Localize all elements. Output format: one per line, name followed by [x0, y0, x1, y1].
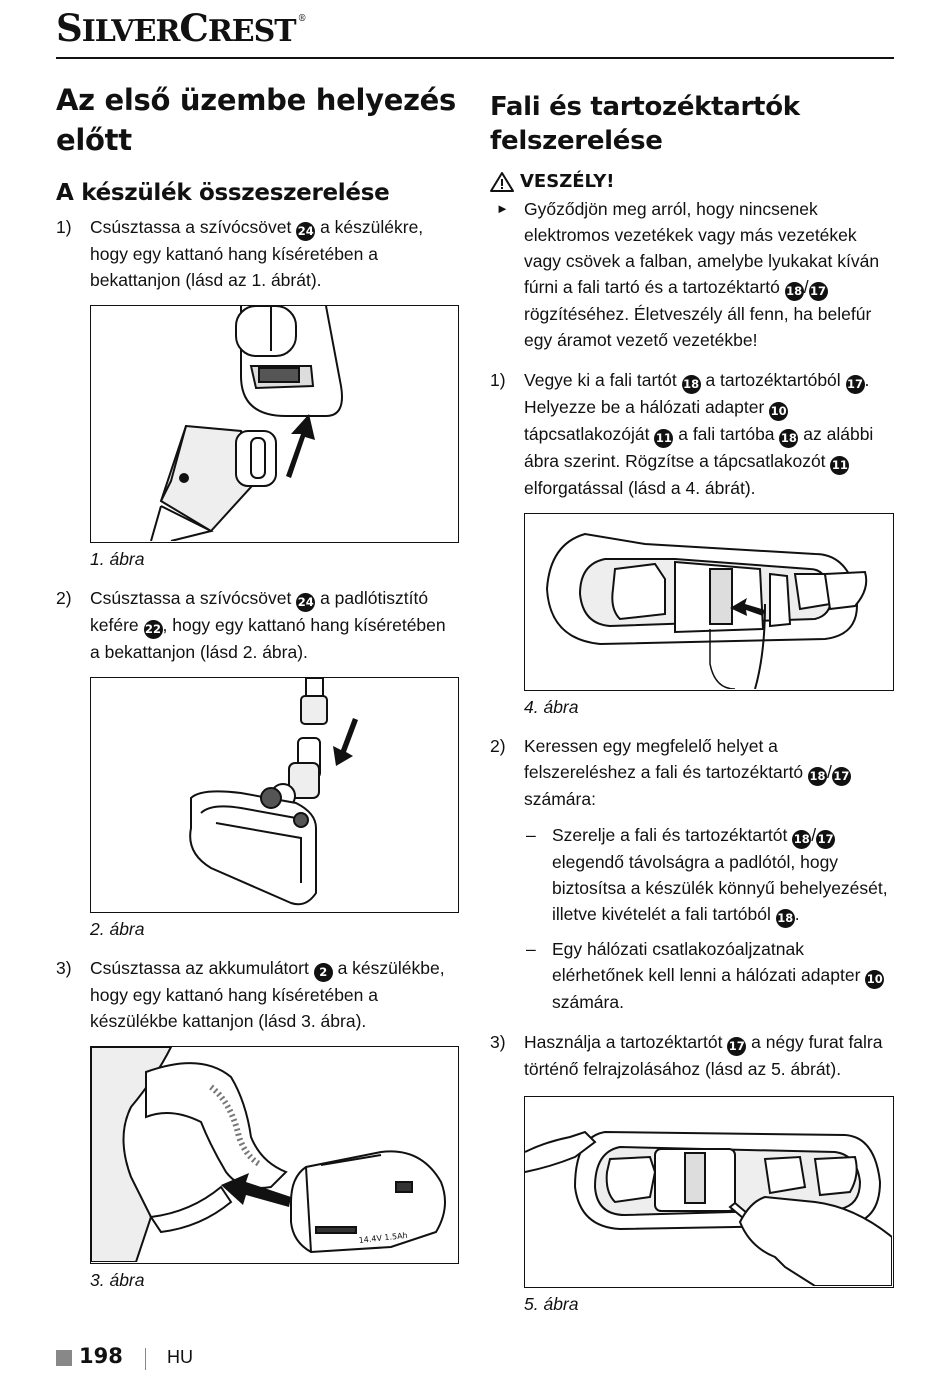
mounting-substep-1: –Szerelje a fali és tartozéktartót 18/17…: [490, 822, 894, 928]
figure-1: [90, 305, 459, 543]
header-rule: [56, 57, 894, 59]
mounting-step-1: 1)Vegye ki a fali tartót 18 a tartozékta…: [490, 370, 874, 498]
figure-5-illustration: [525, 1130, 893, 1287]
assembly-step-2: 2)Csúsztassa a szívócsövet 24 a padlótis…: [56, 588, 446, 662]
section-title-assembly: A készülék összeszerelése: [56, 180, 390, 206]
figure-5-caption: 5. ábra: [524, 1294, 579, 1314]
ref-number: 17: [816, 830, 836, 849]
right-column: Fali és tartozéktartók felszerelése VESZ…: [490, 90, 894, 1316]
figure-3-caption: 3. ábra: [90, 1270, 145, 1290]
ref-number: 10: [769, 402, 789, 421]
ref-number: 18: [779, 429, 799, 448]
figure-5: [524, 1096, 894, 1288]
figure-4-caption: 4. ábra: [524, 697, 579, 717]
assembly-step-1: 1)Csúsztassa a szívócsövet 24 a készülék…: [56, 217, 424, 290]
figure-2-illustration: [189, 678, 358, 906]
ref-number: 18: [792, 830, 812, 849]
ref-number: 2: [313, 963, 333, 982]
ref-number: 18: [681, 375, 701, 394]
page-title: Az első üzembe helyezés előtt: [56, 83, 456, 157]
mounting-substep-2: –Egy hálózati csatlakozóaljzatnak elérhe…: [526, 939, 885, 1012]
section-title-mounting: Fali és tartozéktartók felszerelése: [490, 92, 800, 156]
left-column: Az első üzembe helyezés előtt A készülék…: [56, 80, 459, 1292]
ref-number: 17: [831, 767, 851, 786]
danger-heading: VESZÉLY!: [490, 170, 894, 194]
figure-3-illustration: 14.4V 1.5Ah: [91, 1047, 446, 1263]
ref-number: 22: [143, 620, 163, 639]
danger-text: ►Győződjön meg arról, hogy nincsenek ele…: [490, 196, 894, 353]
figure-4: [524, 513, 894, 691]
ref-number: 18: [784, 282, 804, 301]
footer-marker: [56, 1350, 72, 1366]
warning-triangle-icon: [490, 172, 514, 192]
mounting-step-2: 2)Keressen egy megfelelő helyet a felsze…: [490, 736, 851, 809]
ref-number: 17: [808, 282, 828, 301]
ref-number: 17: [727, 1037, 747, 1056]
ref-number: 11: [654, 429, 674, 448]
footer-separator: [145, 1348, 146, 1370]
ref-number: 18: [775, 909, 795, 928]
ref-number: 24: [296, 593, 316, 612]
ref-number: 24: [296, 222, 316, 241]
figure-1-illustration: [150, 306, 343, 542]
language-code: HU: [167, 1347, 193, 1367]
brand-logo: SILVERCREST®: [56, 6, 307, 50]
ref-number: 10: [865, 970, 885, 989]
ref-number: 11: [830, 456, 850, 475]
page-number: 198: [79, 1344, 123, 1368]
bullet-arrow-icon: ►: [496, 201, 509, 216]
figure-2-caption: 2. ábra: [90, 919, 145, 939]
assembly-step-3: 3)Csúsztassa az akkumulátort 2 a készülé…: [56, 958, 445, 1031]
figure-1-caption: 1. ábra: [90, 549, 145, 569]
figure-2: [90, 677, 459, 913]
ref-number: 17: [845, 375, 865, 394]
ref-number: 18: [808, 767, 828, 786]
mounting-step-3: 3)Használja a tartozéktartót 17 a négy f…: [490, 1032, 883, 1079]
figure-4-illustration: [545, 532, 868, 690]
figure-3: 14.4V 1.5Ah: [90, 1046, 459, 1264]
